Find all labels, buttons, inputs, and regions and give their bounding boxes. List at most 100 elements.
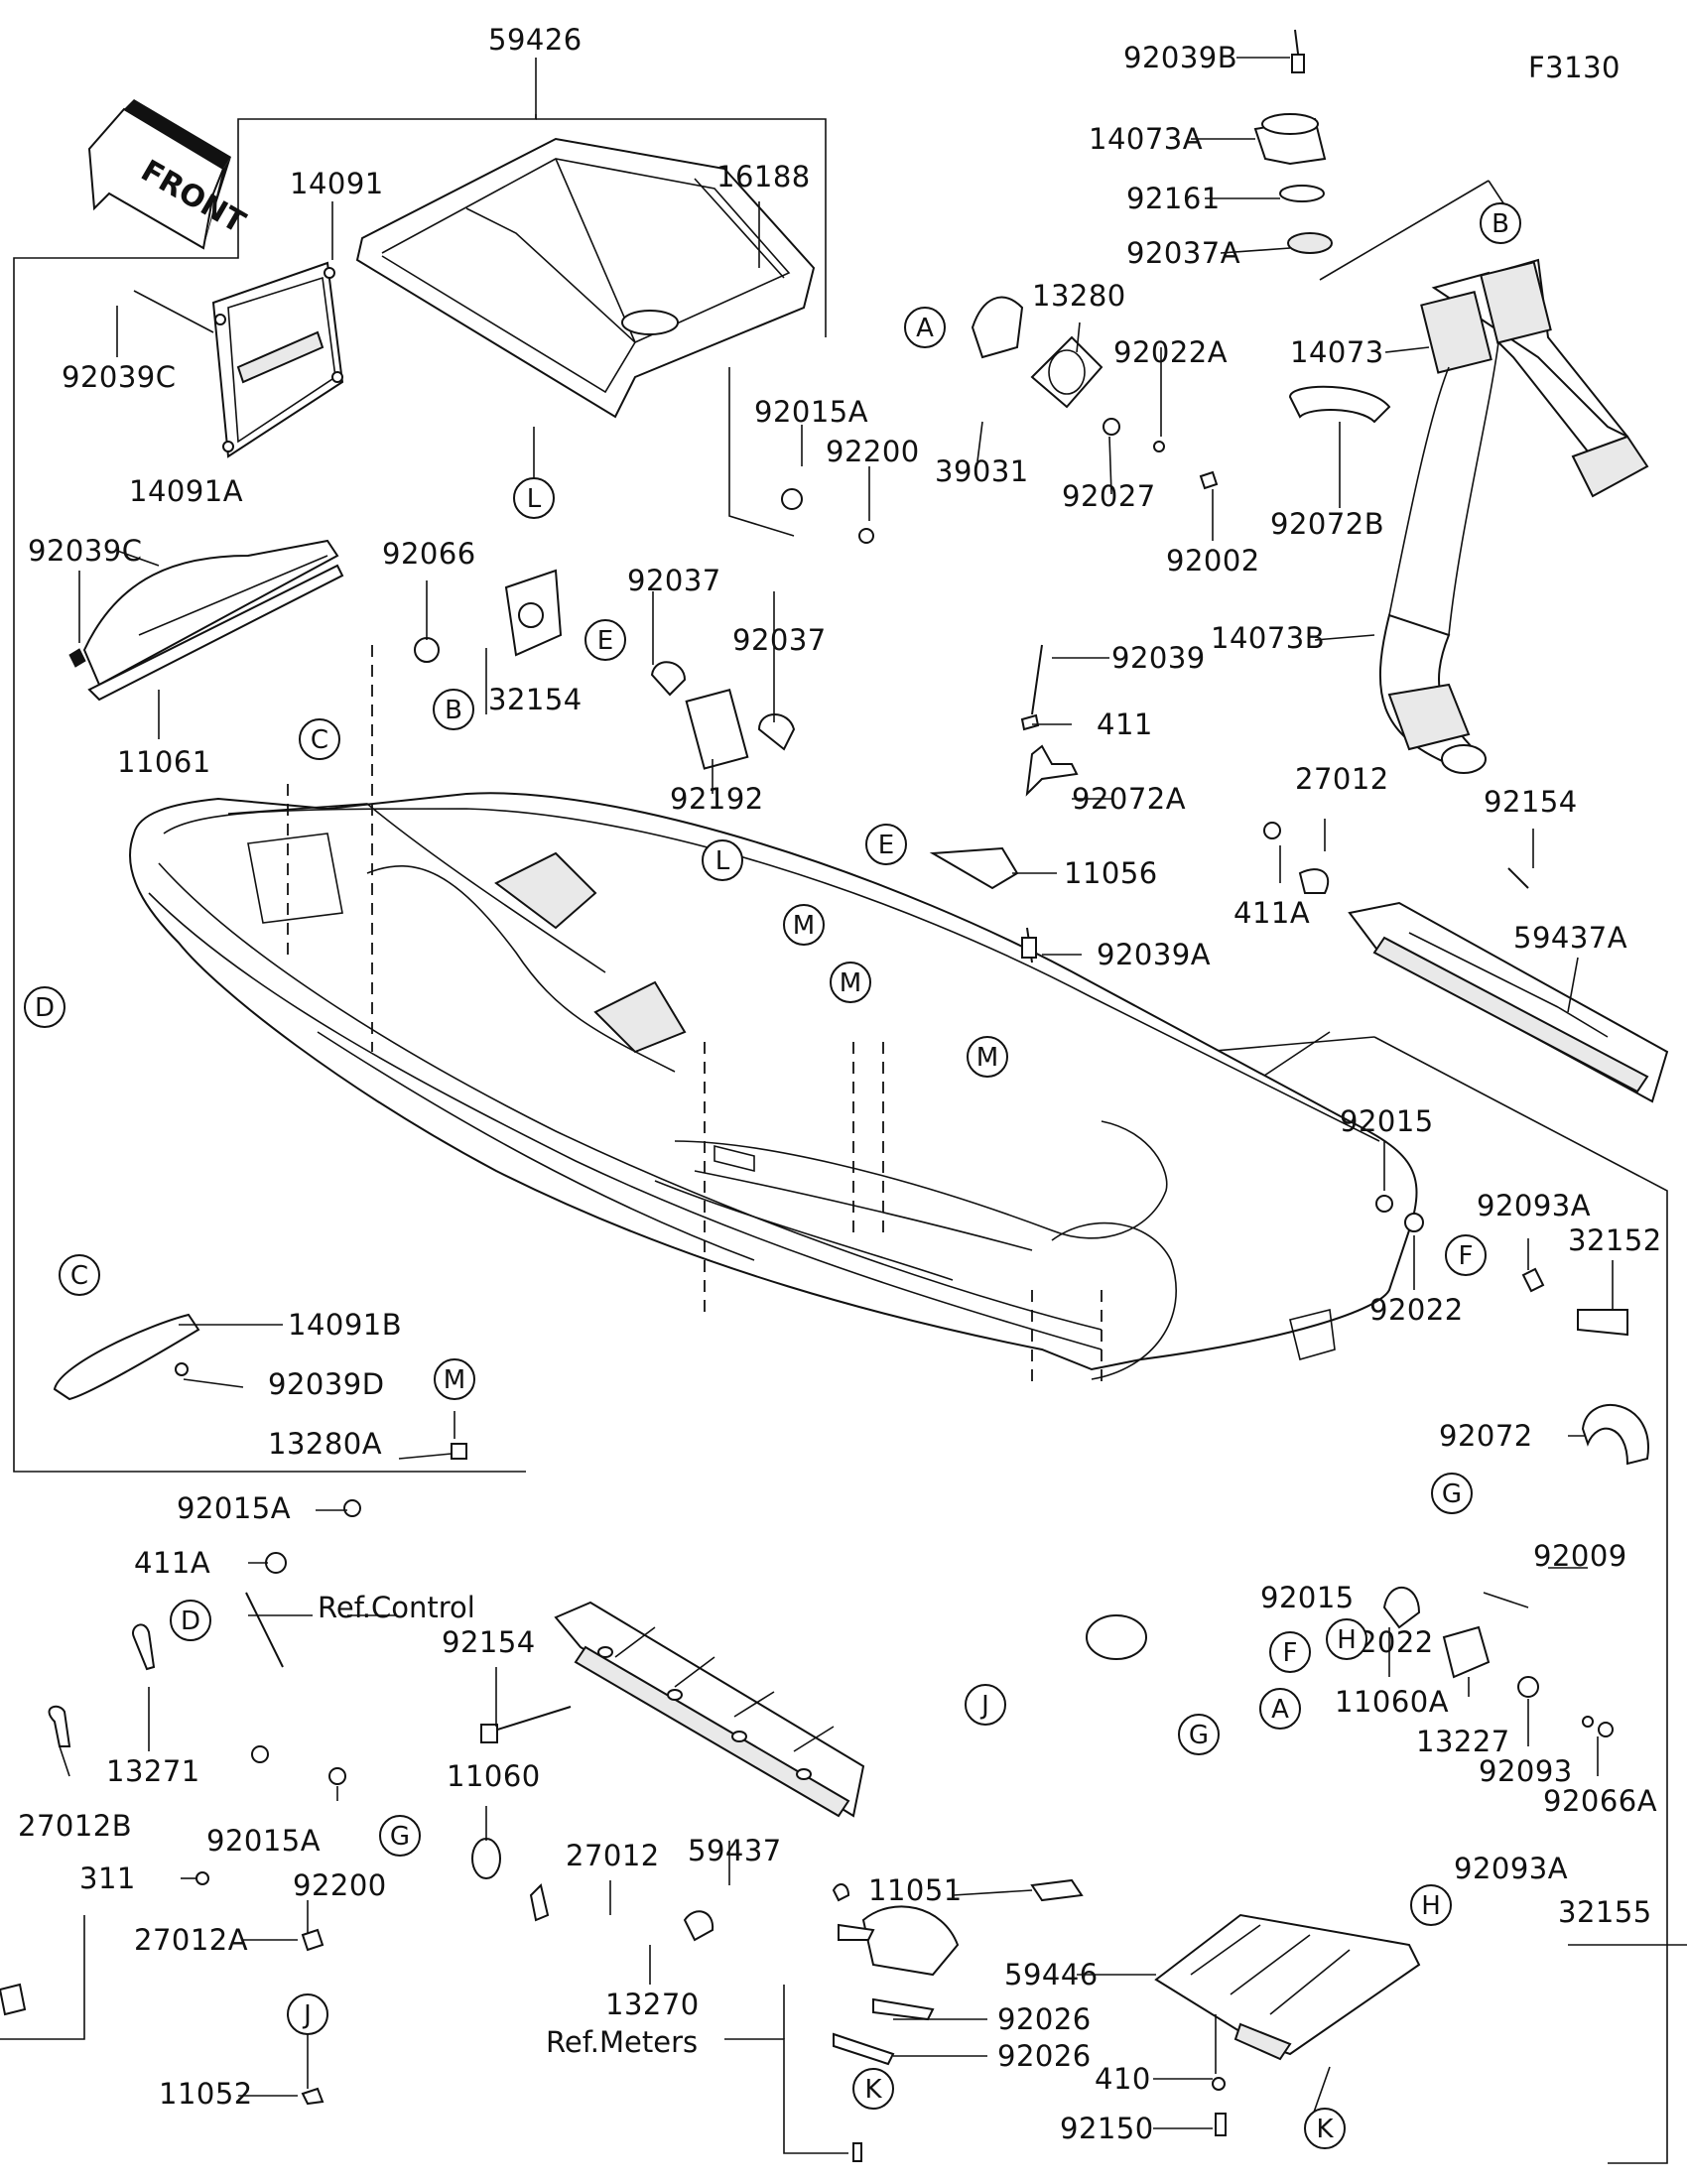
part-label: 59437 [688,1834,782,1867]
part-label: 27012 [1295,762,1389,796]
callout-circle [904,307,946,348]
cover-14091A [68,539,344,702]
part-label: 11052 [159,2077,253,2111]
part-label: 92093A [1454,1852,1568,1885]
part-label: 92037A [1126,236,1240,270]
part-label: 92015 [1260,1581,1355,1614]
callout-letter: F [1459,1241,1474,1271]
part-label: 92192 [670,782,764,816]
part-label: 411 [1097,707,1153,741]
callout-circle [865,824,907,865]
hull-body [129,645,1418,1660]
footrest-59437 [554,1601,865,1818]
callout-letter: A [1271,1695,1289,1725]
fitting-14073A [1253,29,1333,254]
callout-letter: G [1189,1721,1209,1750]
callout-circle [702,839,743,881]
part-label: 92039B [1123,41,1237,74]
small-parts-bottom-middle [683,1878,1084,2162]
part-label: 92015A [206,1824,321,1858]
small-parts-bottom-left [0,1499,550,2106]
part-label: 13270 [605,1988,700,2021]
bolt-92154 [480,1706,572,1743]
callout-circle [59,1254,100,1296]
part-label: 92150 [1060,2112,1154,2145]
callout-letter: F [1283,1638,1298,1668]
part-label: 11060A [1335,1685,1449,1719]
callout-letter: L [715,846,730,876]
part-label: 92066 [382,537,476,571]
part-label: 11051 [868,1873,963,1907]
callout-circle [513,477,555,519]
callout-letter: A [916,314,934,343]
part-label: 411A [134,1546,210,1580]
part-label: 92026 [997,2039,1092,2073]
callout-circle [170,1600,211,1641]
part-label: 27012 [566,1839,660,1872]
callout-letter: M [444,1365,465,1395]
fasteners-top [414,488,874,770]
part-label: 11061 [117,745,211,779]
storage-bin [355,137,816,419]
ride-plate-59446 [1154,1913,1421,2136]
part-label: 13271 [106,1754,200,1788]
callout-letter: B [445,696,462,725]
cover-plate-14091 [211,261,344,458]
clamp-92072B [1288,385,1391,424]
part-label: 14073A [1089,122,1203,156]
tube-14073 [1378,258,1649,774]
callout-circle [1431,1473,1473,1514]
bracket-27012 [1263,822,1330,894]
part-label: 410 [1095,2062,1151,2096]
callout-circle [1326,1618,1367,1660]
part-label: 14073 [1290,335,1384,369]
part-label: 92026 [997,2002,1092,2036]
part-label: 92066A [1543,1784,1657,1818]
callout-letter: D [35,993,55,1023]
callout-circle [1304,2108,1346,2149]
part-label: 11056 [1064,856,1158,890]
callout-letter: M [793,911,815,941]
callout-circle [1480,202,1521,244]
part-label: 13280 [1032,279,1126,313]
part-label: 92200 [293,1868,387,1902]
part-label: 92072 [1439,1419,1533,1453]
part-number-labels: 59426 14091 16188 92039C 14091A 92039C 1… [18,23,1661,2145]
cable-stays [929,644,1079,964]
part-label: 411A [1233,896,1310,930]
part-label: 92093 [1479,1754,1573,1788]
cover-14091B [53,1313,467,1460]
callout-circle [1445,1234,1487,1276]
callout-letter: M [976,1043,998,1073]
part-label: 39031 [935,454,1029,488]
callout-letter: E [597,626,613,656]
part-label: 11060 [447,1759,541,1793]
part-label: 32155 [1558,1895,1652,1929]
callout-circle [967,1036,1008,1078]
callout-letter: M [840,968,861,998]
callout-letter: B [1492,209,1509,239]
part-label: 32154 [488,683,583,716]
callout-letter: J [979,1691,989,1721]
part-label: 92037 [732,623,827,657]
part-label: 59437A [1513,921,1627,955]
part-label: 92072A [1072,782,1186,816]
part-label: 16188 [716,160,811,193]
callout-circle [965,1684,1006,1726]
leader-lines [59,57,1614,2154]
part-label: 92037 [627,564,721,597]
part-label: 92022 [1369,1293,1464,1327]
callout-circle [24,986,65,1028]
callout-letter: C [70,1261,88,1291]
part-label: 13227 [1416,1725,1510,1758]
diagram-code: F3130 [1528,51,1621,84]
callout-letter: K [1316,2115,1334,2144]
callout-circle [852,2068,894,2110]
part-label: 14091B [288,1308,402,1342]
part-label: 14091A [129,474,243,508]
part-label: 92039A [1097,938,1211,971]
part-label: 92039C [62,360,177,394]
callout-letter: E [878,831,894,860]
callout-circle [1178,1714,1220,1755]
